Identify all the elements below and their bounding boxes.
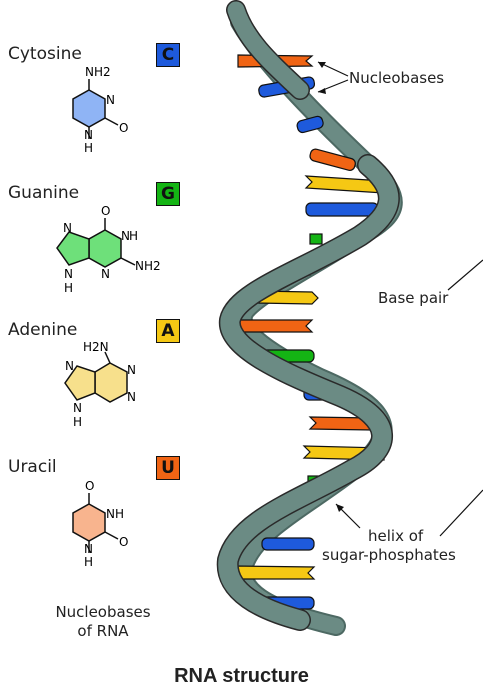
pointer-base-pair — [447, 259, 483, 291]
rod-orange-3 — [235, 319, 314, 333]
cytosine-n1: N — [84, 128, 93, 142]
guanine-n3: N — [101, 267, 110, 281]
legend-caption-line1: Nucleobases — [55, 603, 151, 621]
adenine-label: Adenine — [8, 320, 78, 340]
adenine-n7: N — [65, 359, 74, 373]
uracil-badge: U — [156, 456, 180, 480]
uracil-o4: O — [85, 479, 94, 493]
adenine-n3: N — [127, 390, 136, 404]
cytosine-structure: NH2 N O N H — [72, 65, 128, 155]
guanine-o: O — [101, 204, 110, 218]
guanine-label: Guanine — [8, 183, 80, 203]
cytosine-h: H — [84, 141, 93, 155]
uracil-label: Uracil — [8, 457, 57, 477]
legend-caption-line2: of RNA — [77, 622, 129, 640]
guanine-structure: O N H N NH2 N N H — [56, 204, 161, 295]
adenine-structure: H2N N N N N H — [64, 340, 136, 429]
guanine-n9: N — [64, 267, 73, 281]
rod-blue-2 — [296, 115, 324, 134]
rod-yellow-4 — [233, 565, 316, 580]
guanine-badge: G — [156, 182, 180, 206]
adenine-h2n: H2N — [83, 340, 109, 354]
guanine-h1: H — [129, 229, 138, 243]
guanine-n7: N — [63, 221, 72, 235]
cytosine-nh2: NH2 — [85, 65, 111, 79]
rod-blue-5 — [261, 537, 315, 551]
cytosine-o: O — [119, 121, 128, 135]
guanine-h9: H — [64, 281, 73, 295]
helix-annotation-line1: helix of — [368, 527, 424, 545]
rod-blue-3 — [305, 202, 379, 217]
base-pair-annotation: Base pair — [378, 289, 449, 307]
cytosine-n3: N — [106, 93, 115, 107]
cytosine-label: Cytosine — [8, 44, 82, 64]
cytosine-badge: C — [156, 43, 180, 67]
rod-orange-2 — [309, 148, 356, 171]
legend-caption: Nucleobases of RNA — [18, 603, 188, 641]
adenine-h9: H — [73, 415, 82, 429]
rod-green-1 — [309, 233, 323, 245]
nucleobases-annotation: Nucleobases — [349, 69, 445, 87]
uracil-structure: O NH O N H — [72, 479, 128, 569]
uracil-h: H — [84, 555, 93, 569]
guanine-n1: N — [121, 229, 130, 243]
uracil-o2: O — [119, 535, 128, 549]
helix-annotation-line2: sugar-phosphates — [322, 546, 456, 564]
uracil-nh: NH — [106, 507, 124, 521]
adenine-n1: N — [127, 363, 136, 377]
diagram-caption: RNA structure — [174, 665, 309, 687]
guanine-nh2: NH2 — [135, 259, 161, 273]
adenine-badge: A — [156, 319, 180, 343]
uracil-n1: N — [84, 542, 93, 556]
pointer-helix-2 — [439, 489, 483, 537]
adenine-n9: N — [73, 401, 82, 415]
